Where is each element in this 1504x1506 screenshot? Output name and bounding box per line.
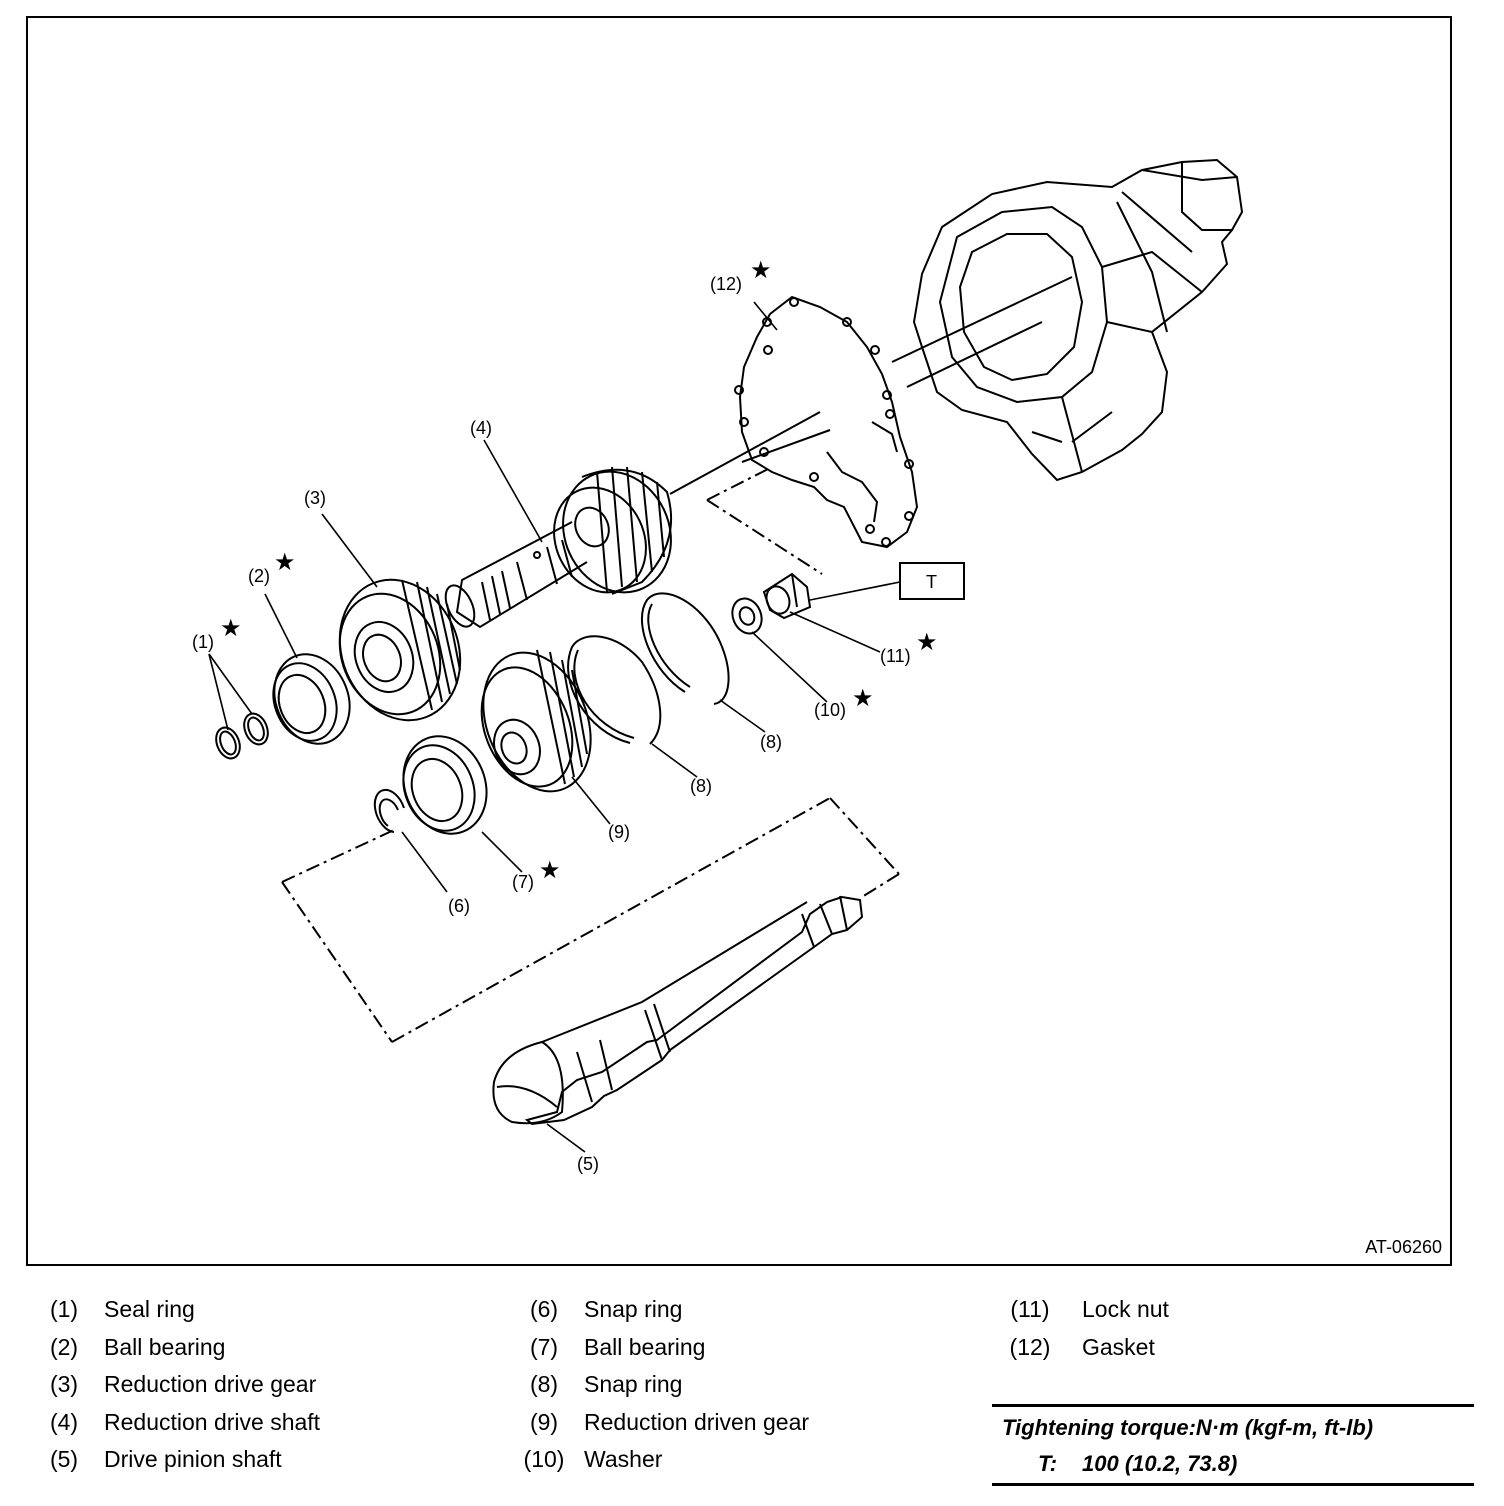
legend-number: (12) xyxy=(1009,1333,1051,1360)
legend-number: (11) xyxy=(1010,1296,1050,1322)
reduction-drive-gear-part xyxy=(338,578,462,722)
callout-7: (7) xyxy=(512,872,534,892)
legend-number: (9) xyxy=(529,1408,559,1435)
legend-number: (2) xyxy=(49,1333,79,1360)
snap-ring-8b-part xyxy=(641,592,730,705)
legend-number: (3) xyxy=(49,1371,79,1397)
exploded-diagram: (1) ★ (2) ★ (3) (4) (5) (6) (7) ★ (8) (8… xyxy=(192,158,1244,1174)
snap-ring-8a-part xyxy=(567,635,662,745)
legend-number: (8) xyxy=(529,1371,559,1397)
legend-number: (7) xyxy=(529,1333,559,1360)
transmission-case xyxy=(912,158,1244,482)
legend-label: Ball bearing xyxy=(104,1333,226,1360)
figure-id: AT-06260 xyxy=(1365,1237,1442,1257)
callout-7-star: ★ xyxy=(539,857,561,884)
torque-box-label: T xyxy=(926,572,937,592)
callout-10-star: ★ xyxy=(852,685,874,712)
legend-number: (1) xyxy=(49,1296,79,1322)
exploded-view-figure: (1) ★ (2) ★ (3) (4) (5) (6) (7) ★ (8) (8… xyxy=(26,16,1452,1266)
callout-12: (12) xyxy=(710,274,742,294)
callout-11-star: ★ xyxy=(916,629,938,656)
drive-pinion-shaft-part xyxy=(492,895,864,1126)
reduction-drive-shaft-part xyxy=(444,466,673,629)
gasket-part xyxy=(734,295,919,549)
snap-ring-6-part xyxy=(373,788,405,833)
legend-number: (4) xyxy=(49,1408,79,1435)
callout-5: (5) xyxy=(577,1154,599,1174)
callout-2: (2) xyxy=(248,566,270,586)
legend-label: Lock nut xyxy=(1082,1296,1169,1322)
callout-11: (11) xyxy=(880,646,911,666)
legend-number: (6) xyxy=(529,1296,559,1322)
legend-number: (5) xyxy=(49,1446,79,1472)
ball-bearing-2-part xyxy=(272,653,351,745)
reduction-driven-gear-part xyxy=(480,649,592,793)
legend-label: Reduction drive gear xyxy=(104,1371,317,1397)
torque-spec-box: Tightening torque:N·m (kgf-m, ft-lb) T: … xyxy=(992,1404,1474,1486)
ball-bearing-7-part xyxy=(402,735,488,835)
legend-label: Reduction drive shaft xyxy=(104,1408,321,1435)
washer-part xyxy=(731,597,763,635)
torque-value: 100 (10.2, 73.8) xyxy=(1082,1451,1238,1476)
callout-8b: (8) xyxy=(760,732,782,752)
seal-rings-part xyxy=(215,712,269,760)
legend-label: Ball bearing xyxy=(584,1333,706,1360)
torque-title: Tightening torque:N·m (kgf-m, ft-lb) xyxy=(1002,1415,1374,1440)
legend-label: Gasket xyxy=(1082,1333,1155,1360)
callout-2-star: ★ xyxy=(274,549,296,576)
legend-label: Washer xyxy=(584,1446,663,1472)
callout-6: (6) xyxy=(448,896,470,916)
callout-10: (10) xyxy=(814,700,846,720)
torque-key: T: xyxy=(1038,1451,1058,1476)
callout-3: (3) xyxy=(304,488,326,508)
callout-9: (9) xyxy=(608,822,630,842)
legend-label: Snap ring xyxy=(584,1371,683,1397)
legend-label: Drive pinion shaft xyxy=(104,1446,282,1472)
callout-4: (4) xyxy=(470,418,492,438)
legend-label: Reduction driven gear xyxy=(584,1408,810,1435)
callout-1-star: ★ xyxy=(220,615,242,642)
callout-1: (1) xyxy=(192,632,214,652)
legend-label: Snap ring xyxy=(584,1296,683,1322)
callout-8a: (8) xyxy=(690,776,712,796)
legend-number: (10) xyxy=(523,1446,565,1472)
lock-nut-part xyxy=(762,572,812,620)
legend-label: Seal ring xyxy=(104,1296,195,1322)
callout-12-star: ★ xyxy=(750,257,772,284)
